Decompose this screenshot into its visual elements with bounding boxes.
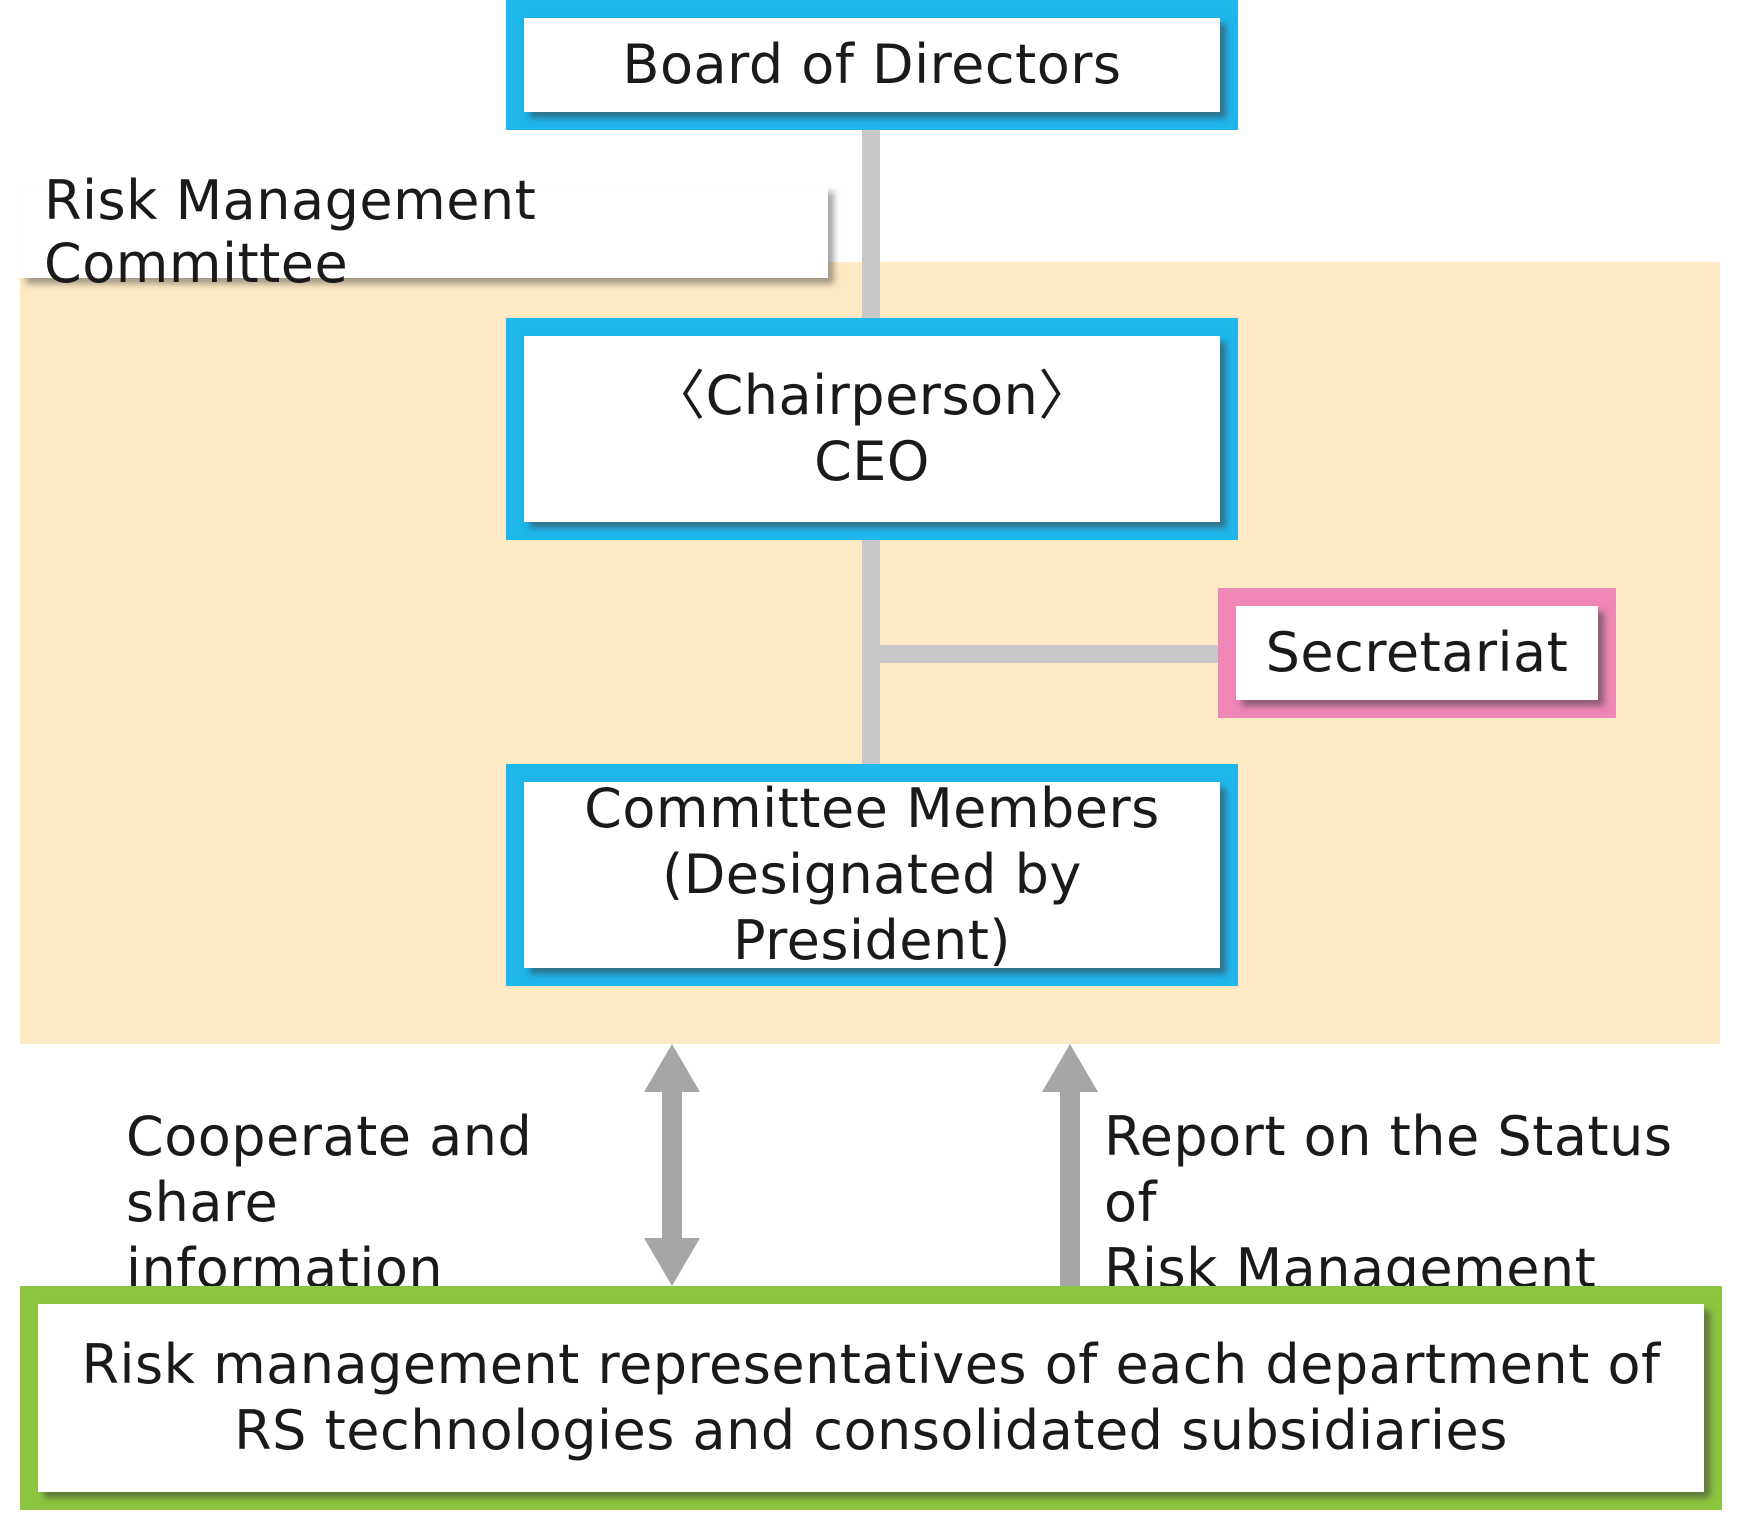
- up-arrow-icon: [1042, 1044, 1098, 1286]
- committee-members-designation: (Designated by President): [662, 843, 1082, 972]
- risk-committee-label: Risk Management Committee: [20, 169, 828, 295]
- connector-board-to-ceo: [862, 128, 880, 320]
- report-status-line1: Report on the Status of: [1104, 1105, 1673, 1234]
- cooperate-label: Cooperate and share information: [126, 1104, 606, 1302]
- board-of-directors-label: Board of Directors: [622, 33, 1122, 97]
- representatives-box: Risk management representatives of each …: [20, 1286, 1722, 1510]
- chairperson-ceo-box: 〈Chairperson〉 CEO: [506, 318, 1238, 540]
- chairperson-label: 〈Chairperson〉: [651, 364, 1093, 428]
- secretariat-box: Secretariat: [1218, 588, 1616, 718]
- committee-members-label: Committee Members: [584, 777, 1160, 841]
- connector-to-secretariat: [862, 645, 1222, 663]
- report-status-label: Report on the Status of Risk Management: [1104, 1104, 1724, 1302]
- committee-members-box: Committee Members (Designated by Preside…: [506, 764, 1238, 986]
- cooperate-line2: share information: [126, 1170, 444, 1300]
- board-of-directors-box: Board of Directors: [506, 0, 1238, 130]
- secretariat-label: Secretariat: [1265, 621, 1569, 685]
- bidirectional-arrow-icon: [644, 1044, 700, 1286]
- cooperate-line1: Cooperate and: [126, 1105, 533, 1168]
- risk-committee-title: Risk Management Committee: [44, 169, 537, 295]
- representatives-line2: RS technologies and consolidated subsidi…: [234, 1399, 1508, 1462]
- representatives-line1: Risk management representatives of each …: [81, 1333, 1661, 1397]
- ceo-label: CEO: [814, 430, 930, 493]
